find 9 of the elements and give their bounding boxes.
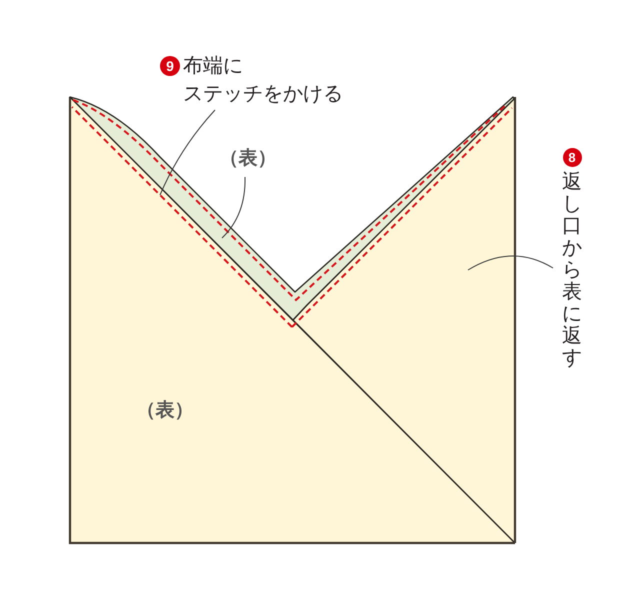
fabric-side-label: （表） — [220, 146, 276, 171]
step-number: 9 — [160, 56, 180, 76]
leader-line — [222, 176, 246, 238]
fabric-side-label: （表） — [137, 398, 193, 423]
leader-line — [468, 256, 554, 270]
leader-line — [160, 110, 216, 196]
instruction-text: 布端にステッチをかける — [183, 54, 344, 107]
step-number: 8 — [562, 148, 582, 167]
instruction-text: 返し口から表に返す — [562, 171, 582, 369]
